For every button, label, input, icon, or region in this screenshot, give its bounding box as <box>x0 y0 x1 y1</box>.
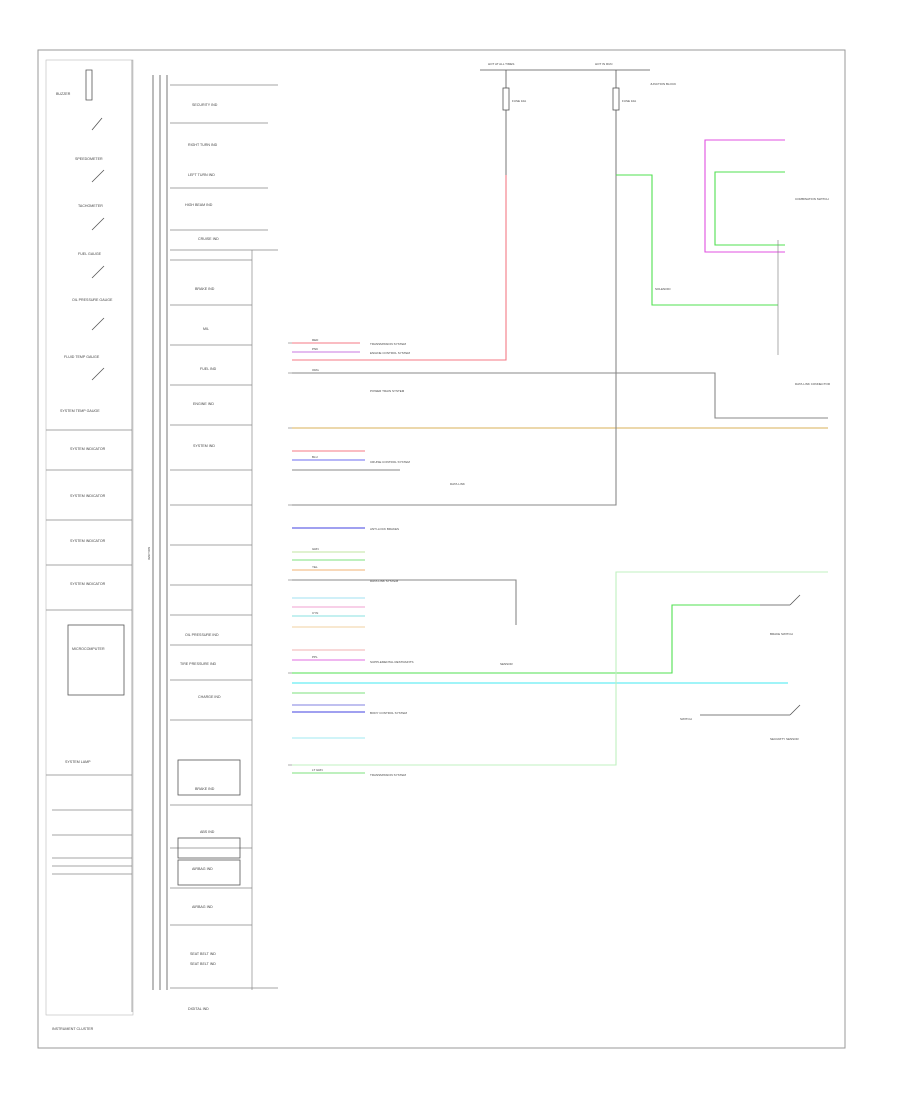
right-label-4: SECURITY SENSOR <box>770 737 799 741</box>
sys-4: CRUISE CONTROL SYSTEM <box>370 460 410 464</box>
svg-text:IGNITION: IGNITION <box>147 547 151 560</box>
bus-lines: IGNITION <box>147 75 168 990</box>
sys-5: ANTI-LOCK BRAKES <box>370 527 399 531</box>
ind-oil-pressure: OIL PRESSURE IND <box>185 633 219 637</box>
ind-engine: ENGINE IND <box>193 402 214 406</box>
sys-2: ENGINE CONTROL SYSTEM <box>370 351 411 355</box>
right-label-1: COMBINATION SWITCH <box>795 197 829 201</box>
wire-code-5: GRN <box>312 547 319 551</box>
label-fluid-temp: FLUID TEMP GAUGE <box>64 355 100 359</box>
ind-security: SECURITY IND <box>192 103 218 107</box>
sys-9: TRANSMISSION SYSTEM <box>370 773 407 777</box>
wire-code-2: PNK <box>312 347 318 351</box>
wire-code-1: RED <box>312 338 319 342</box>
fuse-2: FUSE 10A <box>622 99 636 103</box>
wire-code-7: CYN <box>312 611 318 615</box>
sys-6: DATA LINK SYSTEM <box>370 579 399 583</box>
fuse-junction: JUNCTION BLOCK <box>650 82 676 86</box>
ind-airbag-2: AIRBAG IND <box>192 905 213 909</box>
sys-3: POWER TRAIN SYSTEM <box>370 389 405 393</box>
footer-left: INSTRUMENT CLUSTER <box>52 1027 94 1031</box>
sys-7: SUPPLEMENTAL RESTRAINTS <box>370 660 414 664</box>
ind-mil: MIL <box>203 327 209 331</box>
label-system-lamp: SYSTEM LAMP <box>65 760 91 764</box>
sys-8: BODY CONTROL SYSTEM <box>370 711 408 715</box>
ind-airbag-1: AIRBAG IND <box>192 867 213 871</box>
label-microcomputer: MICROCOMPUTER <box>72 647 105 651</box>
label-oil-pressure: OIL PRESSURE GAUGE <box>72 298 113 302</box>
wire-codes: RED PNK ORG BLU GRN YEL CYN PPL LT GRN <box>312 338 323 772</box>
left-panel: BUZZER SPEEDOMETER TACHOMETER FUEL GAUGE… <box>45 59 134 1031</box>
ind-left-turn: LEFT TURN IND <box>188 173 215 177</box>
right-label-2: DATA LINK CONNECTOR <box>795 382 831 386</box>
ind-bottom-label: DIGITAL IND <box>188 1007 209 1011</box>
ind-fuel: FUEL IND <box>200 367 217 371</box>
diagram-frame <box>37 49 846 1049</box>
ind-seat-belt-2: SEAT BELT IND <box>190 962 216 966</box>
label-buzzer: BUZZER <box>56 92 71 96</box>
ind-right-turn: RIGHT TURN IND <box>188 143 218 147</box>
fuse-1: FUSE 10A <box>512 99 526 103</box>
sys-1: TRANSMISSION SYSTEM <box>370 342 407 346</box>
connector-2: SENSOR <box>500 662 514 666</box>
label-ind-2: SYSTEM INDICATOR <box>70 494 106 498</box>
wire-code-3: ORG <box>312 368 320 372</box>
ind-high-beam: HIGH BEAM IND <box>185 203 213 207</box>
connector-1: DATA LINK <box>450 482 465 486</box>
fuse-hot-at-all: HOT AT ALL TIMES <box>488 62 514 66</box>
label-fuel-gauge: FUEL GAUGE <box>78 252 102 256</box>
wire-code-9: LT GRN <box>312 768 323 772</box>
wire-code-8: PPL <box>312 655 318 659</box>
label-ind-1: SYSTEM INDICATOR <box>70 447 106 451</box>
system-labels: TRANSMISSION SYSTEM ENGINE CONTROL SYSTE… <box>370 197 831 777</box>
ind-seat-belt-1: SEAT BELT IND <box>190 952 216 956</box>
right-label-3: BRAKE SWITCH <box>770 632 793 636</box>
fuse-hot-in-run: HOT IN RUN <box>595 62 612 66</box>
label-ind-4: SYSTEM INDICATOR <box>70 582 106 586</box>
ind-cruise: CRUISE IND <box>198 237 219 241</box>
pin-ticks <box>288 342 292 766</box>
ind-brake-1: BRAKE IND <box>195 287 215 291</box>
ind-abs: ABS IND <box>200 830 215 834</box>
indicator-column: SECURITY IND RIGHT TURN IND LEFT TURN IN… <box>170 84 278 1011</box>
wire-code-4: BLU <box>312 455 318 459</box>
label-system-temp: SYSTEM TEMP GAUGE <box>60 409 100 413</box>
connector-4: SOLENOID <box>655 287 671 291</box>
ind-system: SYSTEM IND <box>193 444 215 448</box>
label-ind-3: SYSTEM INDICATOR <box>70 539 106 543</box>
wires <box>292 139 828 774</box>
label-tachometer: TACHOMETER <box>78 204 103 208</box>
wire-code-6: YEL <box>312 565 318 569</box>
ind-charge: CHARGE IND <box>198 695 221 699</box>
fuse-block: HOT AT ALL TIMES HOT IN RUN FUSE 10A FUS… <box>480 62 676 175</box>
label-speedometer: SPEEDOMETER <box>75 157 103 161</box>
ind-tire-pressure: TIRE PRESSURE IND <box>180 662 217 666</box>
connector-3: SWITCH <box>680 717 692 721</box>
ind-brake-2: BRAKE IND <box>195 787 215 791</box>
